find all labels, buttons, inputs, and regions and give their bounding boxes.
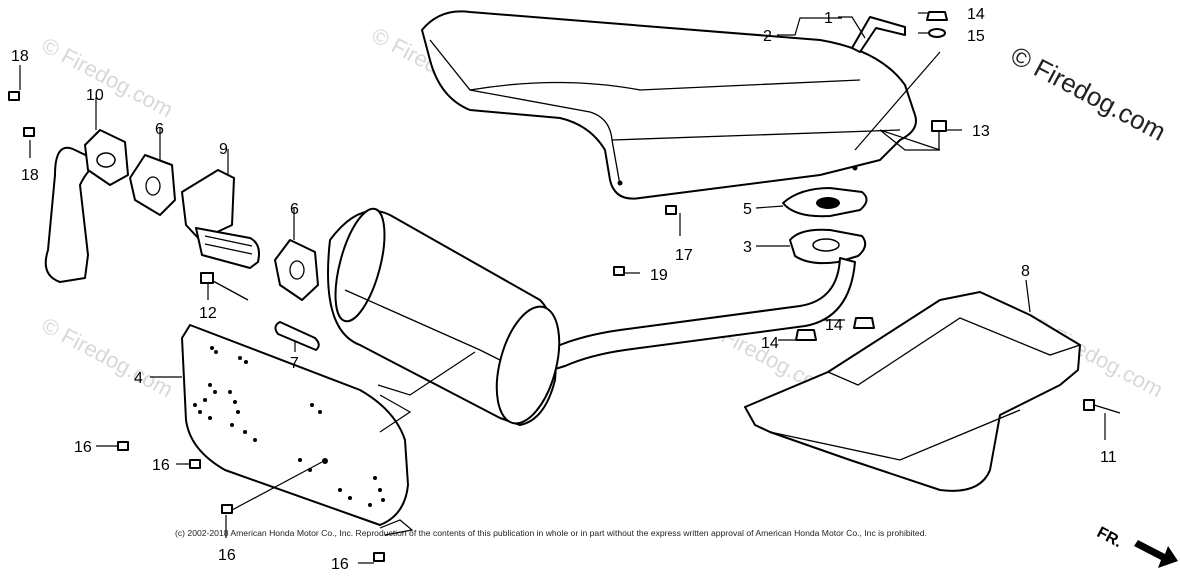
watermark-text: © Firedog.com [38,32,177,122]
part-bolt[interactable] [189,459,201,469]
callout-12: 12 [199,305,217,322]
copyright-notice: (c) 2002-2018 American Honda Motor Co., … [175,528,927,538]
part-spark-arrester[interactable] [181,169,260,269]
part-bolt[interactable] [931,120,947,150]
callout-14: 14 [825,317,843,334]
part-under-cover[interactable] [744,291,1081,492]
part-pipe-sleeve[interactable] [274,321,320,351]
part-washer[interactable] [928,28,946,38]
callout-11: 11 [1100,449,1117,466]
callout-16: 16 [74,439,92,456]
callout-5: 5 [743,201,752,218]
part-muffler-protector[interactable] [181,324,409,526]
part-exhaust-pipe[interactable] [544,228,867,373]
callout-7: 7 [290,355,299,372]
part-joint-pipe[interactable] [44,129,129,283]
callout-9: 9 [219,141,228,158]
callout-3: 3 [743,239,752,256]
part-bolt[interactable] [8,91,20,101]
part-muffler[interactable] [326,204,571,430]
part-pipe-tube[interactable] [851,16,906,53]
part-bolt[interactable] [221,504,233,514]
front-direction-arrow [1134,540,1178,568]
part-gasket[interactable] [274,239,319,301]
callout-6: 6 [155,121,164,138]
leader-lines [19,12,1106,564]
part-bolt[interactable] [613,266,625,276]
part-bolt[interactable] [373,552,385,562]
callout-17: 17 [675,247,693,264]
part-bolt[interactable] [1083,399,1121,414]
part-bolt[interactable] [23,127,35,137]
part-nut[interactable] [795,329,817,341]
part-heat-shield-top[interactable] [421,10,917,200]
part-nut[interactable] [853,317,875,329]
callout-6: 6 [290,201,299,218]
part-bolt[interactable] [665,205,677,215]
part-gasket[interactable] [782,187,868,218]
callout-15: 15 [967,28,985,45]
watermark-text: © Firedog.com [38,312,177,402]
callout-13: 13 [972,123,990,140]
callout-labels: 1 2 3 4 5 6 6 7 8 9 10 11 12 13 14 14 14… [11,6,1117,573]
callout-16: 16 [331,556,349,573]
callout-4: 4 [134,370,143,387]
callout-16: 16 [152,457,170,474]
callout-1: 1 [824,10,833,27]
callout-18: 18 [21,167,39,184]
callout-14: 14 [967,6,985,23]
part-gasket[interactable] [129,154,176,216]
part-nut[interactable] [926,11,948,21]
callout-16: 16 [218,547,236,564]
callout-19: 19 [650,267,668,284]
callout-14: 14 [761,335,779,352]
callout-8: 8 [1021,263,1030,280]
part-bolt[interactable] [200,272,249,301]
callout-2: 2 [763,28,772,45]
part-bolt[interactable] [117,441,129,451]
callout-10: 10 [86,87,104,104]
callout-18: 18 [11,48,29,65]
